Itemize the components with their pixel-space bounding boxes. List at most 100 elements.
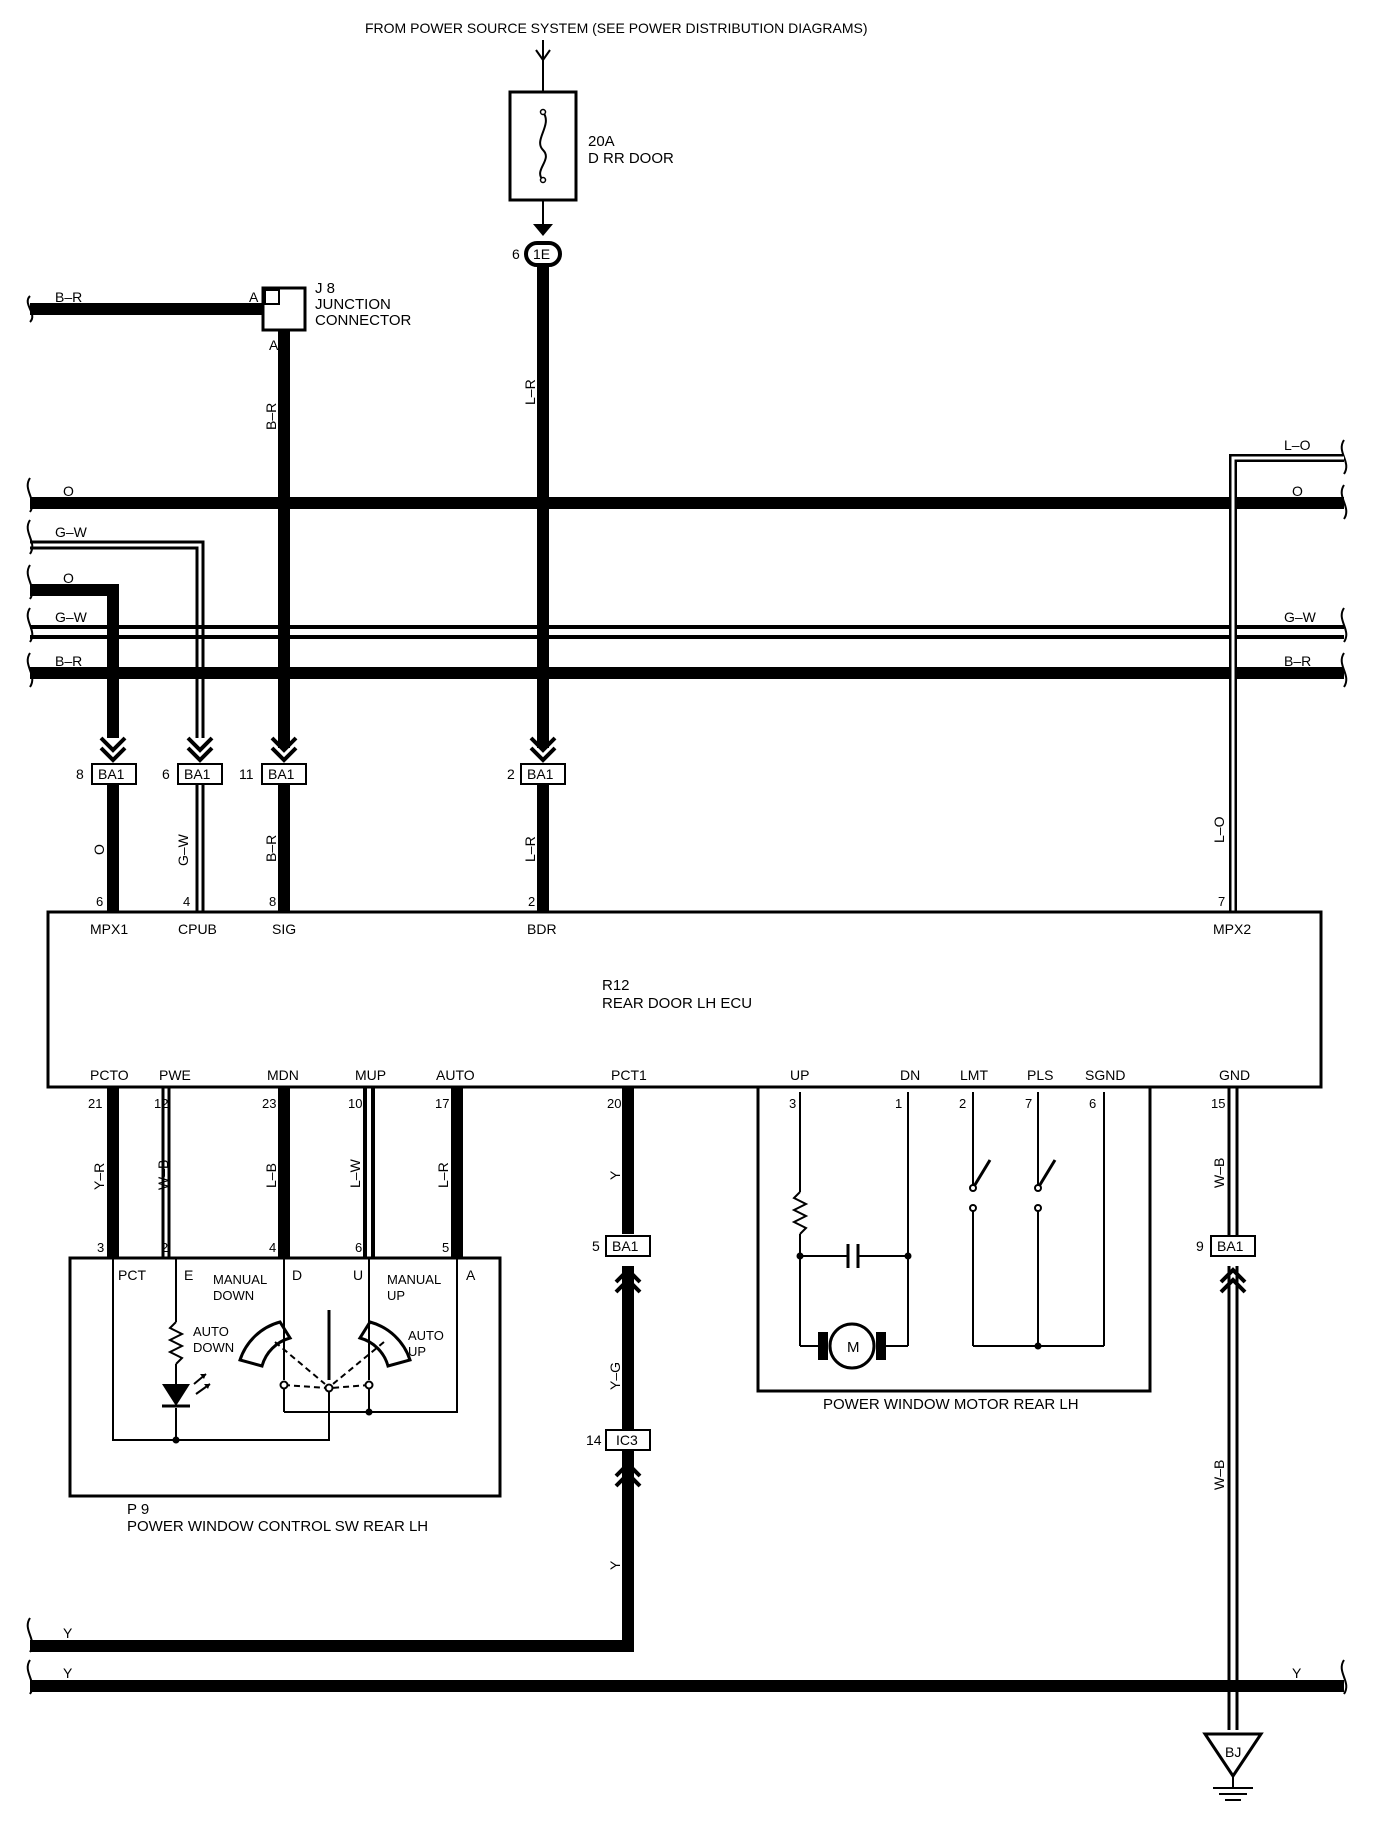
motor-icon: M [818,1322,886,1370]
ecu-bot-pin-num-mdn: 23 [262,1096,276,1111]
connector-ic3-pin: 14 [586,1432,602,1448]
switch-auto-down-1: AUTO [193,1324,229,1339]
switch-contacts [172,1380,374,1444]
wire-label-y-right: Y [1292,1665,1302,1681]
ecu-bot-pin-num-pct1: 20 [607,1096,621,1111]
fuse [508,40,578,236]
connector-ic3 [605,1429,651,1451]
vlabel-mdn: L–B [263,1163,279,1188]
led-icon [162,1373,211,1408]
ba1-label-sig: BA1 [268,766,295,782]
switch-pin-d: 4 [269,1240,276,1255]
connector-1e-pin: 6 [512,246,520,262]
wire-label-gw2: G–W [55,609,88,625]
ecu-top-pin-bdr: BDR [527,921,557,937]
ba1-label-mpx1: BA1 [98,766,125,782]
ecu-top-pin-num-mpx2: 7 [1218,894,1225,909]
switch-pin-e: 2 [161,1240,168,1255]
ecu-bot-pin-lmt: LMT [960,1067,988,1083]
ecu-bot-pin-pwe: PWE [159,1067,191,1083]
ecu-top-pin-cpub: CPUB [178,921,217,937]
ba1-arrowheads [99,736,557,763]
ecu-top-pin-mpx1: MPX1 [90,921,128,937]
wire-label-y1: Y [63,1625,73,1641]
ecu-bot-pin-pcto: PCTO [90,1067,129,1083]
ba1-pin-bdr: 2 [507,766,515,782]
switch-pin-pct: 3 [97,1240,104,1255]
ecu-top-pin-num-cpub: 4 [183,894,190,909]
ecu-bot-pin-num-gnd: 15 [1211,1096,1225,1111]
motor-box [756,1085,1152,1393]
ecu-bot-pin-pls: PLS [1027,1067,1053,1083]
junction-line2: CONNECTOR [315,312,412,329]
vlabel-junction-down: B–R [263,403,279,430]
ecu-bot-pin-num-up: 3 [789,1096,796,1111]
ecu-bot-pin-up: UP [790,1067,809,1083]
ecu-bot-pin-num-mup: 10 [348,1096,362,1111]
switch-term-d: D [292,1267,302,1283]
vlabel-pcto: Y–R [91,1163,107,1190]
wire-label-gw-right: G–W [1284,609,1317,625]
gnd-arrowheads [1219,1267,1247,1294]
ecu-bot-pin-num-sgnd: 6 [1089,1096,1096,1111]
connector-ba1-pct1-pin: 5 [592,1238,600,1254]
ecu-bot-pin-gnd: GND [1219,1067,1250,1083]
vlabel-auto: L–R [435,1162,451,1188]
ba1-pin-sig: 11 [239,766,254,782]
ecu-bot-pin-num-pcto: 21 [88,1096,102,1111]
vlabel-sig: B–R [263,835,279,862]
ba1-pin-mpx1: 8 [76,766,84,782]
ecu-bot-pin-num-pwe: 12 [154,1096,168,1111]
ground-icon [1202,1732,1264,1801]
ba1-label-bdr: BA1 [527,766,554,782]
vlabel-gnd-lower: W–B [1211,1460,1227,1490]
fuse-name: D RR DOOR [588,150,674,167]
ecu-top-pin-num-sig: 8 [269,894,276,909]
vlabel-pct1-lower: Y [607,1560,623,1570]
ground-label: BJ [1225,1744,1241,1760]
switch-term-e: E [184,1267,193,1283]
ecu-bot-pin-num-pls: 7 [1025,1096,1032,1111]
switch-manual-up-2: UP [387,1288,405,1303]
ecu-box [46,910,1323,1089]
vlabel-fuse-down: L–R [522,379,538,405]
vlabel-pwe: W–B [155,1160,171,1190]
ecu-top-pin-mpx2: MPX2 [1213,921,1251,937]
ecu-bot-pin-pct1: PCT1 [611,1067,647,1083]
ecu-bot-pin-num-auto: 17 [435,1096,449,1111]
wire-label-br2: B–R [55,653,82,669]
wire-label-br-right: B–R [1284,653,1311,669]
connector-1e-label: 1E [533,246,550,262]
switch-auto-down-2: DOWN [193,1340,234,1355]
fuse-rating: 20A [588,133,615,150]
junction-line1: JUNCTION [315,296,391,313]
switch-id: P 9 [127,1501,149,1518]
switch-manual-down-1: MANUAL [213,1272,267,1287]
ecu-bot-pin-num-dn: 1 [895,1096,902,1111]
motor-symbol: M [847,1339,860,1356]
wire-label-lo-right: L–O [1284,437,1311,453]
fuse-element-icon [539,111,547,181]
wire-label-y2: Y [63,1665,73,1681]
switch-auto-up-1: AUTO [408,1328,444,1343]
ecu-bot-pin-auto: AUTO [436,1067,475,1083]
vlabel-cpub: G–W [175,833,191,866]
connector-ba1-pct1-label: BA1 [612,1238,639,1254]
connector-ic3-label: IC3 [616,1432,638,1448]
vlabel-gnd-upper: W–B [1211,1158,1227,1188]
motor-nodes [796,1184,1042,1350]
switch-internals [112,1258,458,1441]
connector-ba1-gnd-label: BA1 [1217,1238,1244,1254]
ecu-top-pin-sig: SIG [272,921,296,937]
connector-ba1-gnd [1210,1235,1256,1257]
connector-ba1-pct1 [605,1235,651,1257]
motor-internals [791,1092,1105,1347]
ecu-bot-pin-mdn: MDN [267,1067,299,1083]
wire-label-gw1: G–W [55,524,88,540]
junction-id: J 8 [315,280,335,297]
switch-manual-down-2: DOWN [213,1288,254,1303]
wire-label-o2: O [63,570,74,586]
switch-pin-u: 6 [355,1240,362,1255]
